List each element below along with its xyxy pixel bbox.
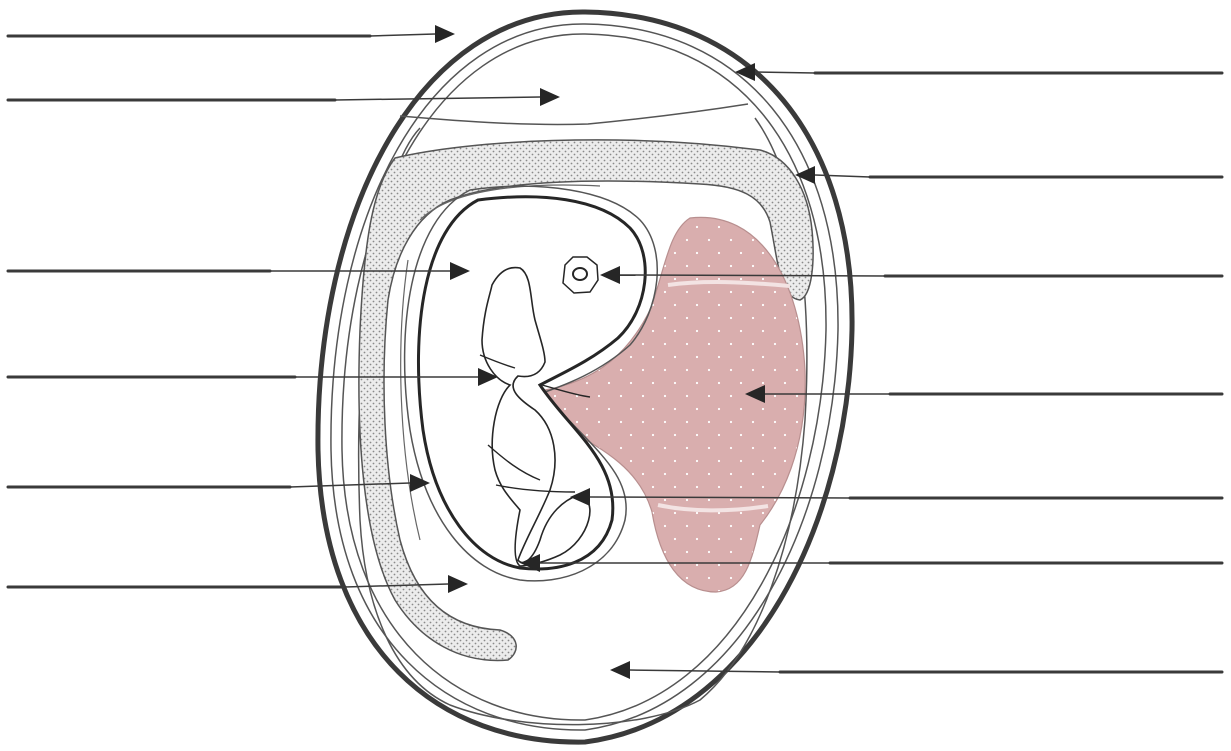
pointer-arrowhead — [435, 25, 455, 43]
small-ring-core — [573, 268, 587, 280]
pointer-connector — [620, 275, 885, 276]
pointer-connector — [370, 34, 435, 36]
pointer-connector — [755, 72, 815, 73]
pointer-connector — [590, 497, 850, 498]
